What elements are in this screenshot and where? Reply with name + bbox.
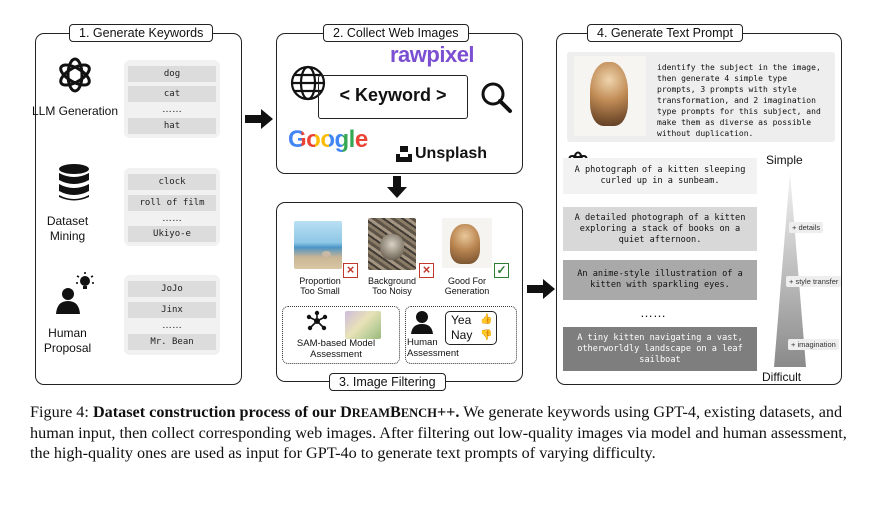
keyword-item: JoJo xyxy=(128,281,216,297)
proportion-too-small-label: Proportion Too Small xyxy=(299,276,341,296)
reject-icon: × xyxy=(343,263,358,278)
brand-ench: ENCH xyxy=(400,406,437,420)
keyword-ellipsis: …… xyxy=(162,213,182,224)
google-logo: Google xyxy=(288,126,368,154)
accept-icon: ✓ xyxy=(494,263,509,278)
arrow-right-icon xyxy=(527,279,555,299)
figure-caption: Figure 4: Dataset construction process o… xyxy=(30,402,850,463)
magnifier-icon xyxy=(479,80,513,114)
caption-prefix: Figure 4: xyxy=(30,403,93,421)
background-too-noisy-label: Background Too Noisy xyxy=(367,276,417,296)
prompt-style: An anime-style illustration of a kitten … xyxy=(563,260,757,300)
vote-bubble xyxy=(445,311,497,345)
tag-details: + details xyxy=(789,222,824,233)
globe-icon xyxy=(290,65,326,101)
keyword-item: hat xyxy=(128,118,216,134)
keyword-item: dog xyxy=(128,66,216,82)
kitten-image xyxy=(574,56,646,136)
brand-b: B xyxy=(390,403,401,421)
search-bar[interactable] xyxy=(318,75,468,119)
human-proposal-label: Human Proposal xyxy=(43,326,92,355)
unsplash-icon xyxy=(396,146,412,162)
caption-bold: Dataset construction process of our DREA… xyxy=(93,403,459,421)
person-icon xyxy=(411,310,433,334)
keyword-item: clock xyxy=(128,174,216,190)
arrow-right-icon xyxy=(245,109,273,129)
dataset-mining-label: Dataset Mining xyxy=(46,214,89,243)
human-assessment-box xyxy=(405,306,517,364)
panel-title-collect-web-images: 2. Collect Web Images xyxy=(323,24,469,42)
search-keyword-text: < Keyword > xyxy=(339,85,447,105)
keyword-ellipsis: …… xyxy=(162,320,182,331)
dataset-keyword-list: clock roll of film …… Ukiyo-e xyxy=(124,168,220,246)
tag-style-transfer: + style transfer xyxy=(786,276,842,287)
database-icon xyxy=(57,163,91,203)
keyword-item: Mr. Bean xyxy=(128,334,216,350)
unsplash-logo-text: Unsplash xyxy=(415,145,488,162)
openai-icon xyxy=(55,55,95,95)
thumbs-down-icon: 👎 xyxy=(480,330,493,341)
difficult-label: Difficult xyxy=(762,370,802,384)
instruction-text: identify the subject in the image, then … xyxy=(657,63,821,138)
good-kitten-image xyxy=(442,218,492,268)
keyword-ellipsis: …… xyxy=(162,104,182,115)
brand-ream: REAM xyxy=(351,406,390,420)
simple-label: Simple xyxy=(766,153,803,167)
prompt-ellipsis: …… xyxy=(640,305,666,320)
human-keyword-list: JoJo Jinx …… Mr. Bean xyxy=(124,275,220,355)
sam-assessment-label: SAM-based Model Assessment xyxy=(296,338,376,360)
keyword-item: Ukiyo-e xyxy=(128,226,216,242)
noisy-cat-image xyxy=(368,218,416,270)
llm-keyword-list: dog cat …… hat xyxy=(124,60,220,138)
brand-d: D xyxy=(340,403,352,421)
panel-title-generate-keywords: 1. Generate Keywords xyxy=(69,24,214,42)
arrow-down-icon xyxy=(387,176,407,198)
llm-generation-label: LLM Generation xyxy=(31,104,119,118)
good-for-generation-label: Good For Generation xyxy=(444,276,490,296)
sam-segmentation-image xyxy=(345,311,381,339)
human-assessment-label: Human Assessment xyxy=(407,337,459,359)
caption-bold-text: Dataset construction process of our xyxy=(92,403,341,421)
prompt-details: A detailed photograph of a kitten explor… xyxy=(563,207,757,251)
beach-cat-image xyxy=(294,221,342,269)
rawpixel-logo: rawpixel xyxy=(390,42,475,67)
panel-title-image-filtering: 3. Image Filtering xyxy=(329,373,446,391)
thumbs-up-icon: 👍 xyxy=(480,314,493,325)
keyword-item: Jinx xyxy=(128,302,216,318)
google-logo-text: Google xyxy=(288,126,368,153)
prompt-imagination: A tiny kitten navigating a vast, otherwo… xyxy=(563,327,757,371)
keyword-item: cat xyxy=(128,86,216,102)
nay-text: Nay xyxy=(451,328,473,342)
reject-icon: × xyxy=(419,263,434,278)
person-idea-icon xyxy=(55,272,97,314)
difficulty-wedge xyxy=(770,172,810,367)
network-icon xyxy=(305,310,329,332)
prompt-simple: A photograph of a kitten sleeping curled… xyxy=(563,158,757,194)
panel-collect-web-images xyxy=(276,33,523,174)
keyword-item: roll of film xyxy=(128,195,216,211)
caption-body: We generate keywords using GPT-4, existi… xyxy=(30,403,847,462)
sam-assessment-box xyxy=(282,306,400,364)
yea-text: Yea xyxy=(451,313,472,327)
tag-imagination: + imagination xyxy=(788,339,839,350)
panel-title-generate-text-prompt: 4. Generate Text Prompt xyxy=(587,24,743,42)
brand-pp: ++. xyxy=(436,403,460,421)
